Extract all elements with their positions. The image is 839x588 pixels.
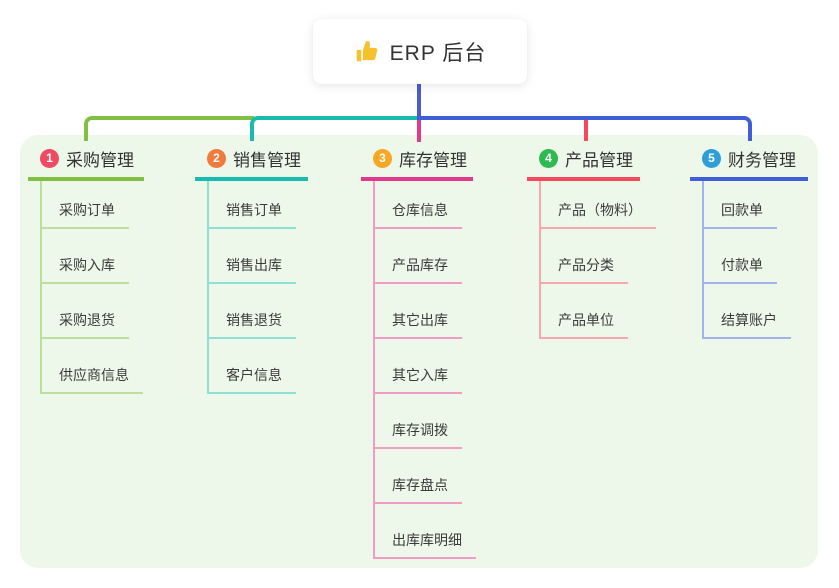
connector-root-stem [417,84,421,118]
thumbs-up-icon [356,40,377,61]
child-row: 仓库信息 [375,181,476,229]
child-row: 产品（物料） [541,181,656,229]
child-node[interactable]: 其它出库 [375,310,462,339]
branch-label: 采购管理 [66,150,134,170]
child-node[interactable]: 销售退货 [209,310,296,339]
child-row: 销售出库 [209,229,296,284]
connector-elbow-branch-5 [417,116,752,141]
branch-node-3[interactable]: 3 库存管理 [361,146,473,181]
branch-badge-4: 4 [539,148,558,168]
child-node[interactable]: 产品单位 [541,310,628,339]
child-row: 产品分类 [541,229,656,284]
child-row: 销售退货 [209,284,296,339]
child-node[interactable]: 结算账户 [704,310,791,339]
child-node[interactable]: 销售订单 [209,200,296,229]
branch-badge-5: 5 [702,148,721,168]
child-row: 结算账户 [704,284,791,339]
child-row: 产品库存 [375,229,476,284]
branch-children-3: 仓库信息产品库存其它出库其它入库库存调拨库存盘点出库库明细 [373,181,476,559]
child-row: 库存调拨 [375,394,476,449]
connector-elbow-branch-1 [84,116,254,141]
child-node[interactable]: 付款单 [704,255,777,284]
child-row: 产品单位 [541,284,656,339]
branch-node-1[interactable]: 1 采购管理 [28,146,144,181]
child-row: 采购入库 [42,229,143,284]
child-row: 其它入库 [375,339,476,394]
child-node[interactable]: 采购入库 [42,255,129,284]
child-row: 供应商信息 [42,339,143,394]
branch-label: 库存管理 [399,150,467,170]
branch-badge-3: 3 [373,148,392,168]
child-node[interactable]: 客户信息 [209,365,296,394]
branch-children-5: 回款单付款单结算账户 [702,181,791,339]
child-node[interactable]: 产品库存 [375,255,462,284]
child-row: 付款单 [704,229,791,284]
child-node[interactable]: 仓库信息 [375,200,462,229]
connector-drop-branch-4 [584,120,588,141]
child-row: 回款单 [704,181,791,229]
branch-node-4[interactable]: 4 产品管理 [527,146,640,181]
branch-children-4: 产品（物料） 产品分类产品单位 [539,181,656,339]
root-node-label: ERP 后台 [389,41,487,65]
child-row: 采购订单 [42,181,143,229]
branch-children-2: 销售订单销售出库销售退货客户信息 [207,181,296,394]
branch-badge-2: 2 [207,148,226,168]
child-node[interactable]: 库存调拨 [375,420,462,449]
child-row: 销售订单 [209,181,296,229]
child-row: 库存盘点 [375,449,476,504]
child-node[interactable]: 采购退货 [42,310,129,339]
child-row: 采购退货 [42,284,143,339]
child-node[interactable]: 产品分类 [541,255,628,284]
child-row: 客户信息 [209,339,296,394]
child-node[interactable]: 销售出库 [209,255,296,284]
connector-drop-branch-3 [417,120,421,142]
child-node[interactable]: 产品（物料） [541,200,656,229]
mindmap-panel [20,135,818,568]
branch-node-2[interactable]: 2 销售管理 [195,146,308,181]
child-node[interactable]: 回款单 [704,200,777,229]
branch-label: 财务管理 [728,150,796,170]
child-node[interactable]: 库存盘点 [375,475,462,504]
child-row: 其它出库 [375,284,476,339]
connector-elbow-branch-2 [250,116,419,141]
child-node[interactable]: 供应商信息 [42,365,143,394]
branch-badge-1: 1 [40,148,59,168]
branch-label: 销售管理 [233,150,301,170]
branch-label: 产品管理 [565,150,633,170]
root-node[interactable]: ERP 后台 [313,19,527,84]
branch-node-5[interactable]: 5 财务管理 [690,146,808,181]
child-node[interactable]: 出库库明细 [375,530,476,559]
branch-children-1: 采购订单采购入库采购退货供应商信息 [40,181,143,394]
child-row: 出库库明细 [375,504,476,559]
child-node[interactable]: 其它入库 [375,365,462,394]
child-node[interactable]: 采购订单 [42,200,129,229]
